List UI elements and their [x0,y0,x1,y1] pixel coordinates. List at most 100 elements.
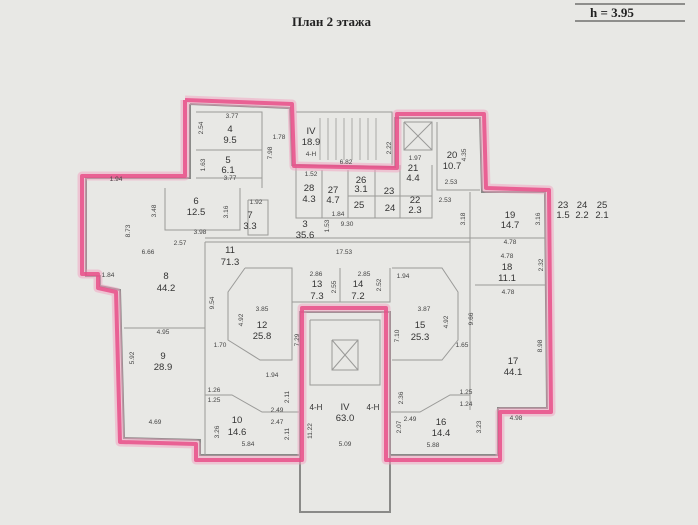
dimension: 9.66 [468,312,475,325]
svg-text:20: 20 [447,150,458,161]
svg-text:63.0: 63.0 [336,413,355,424]
svg-text:18: 18 [502,262,513,273]
dimension: 7.98 [267,146,274,159]
stair-label: 4-Н [310,403,323,412]
room-14: 147.2 [351,279,364,302]
stair-label: 4-Н [367,403,380,412]
dimension: 1.63 [200,158,207,171]
dimension: 9.54 [209,296,216,309]
svg-text:19: 19 [505,210,516,221]
dimension: 1.25 [208,397,221,404]
dimension: 7.29 [294,333,301,346]
dimension: 3.98 [194,229,207,236]
room-5: 56.1 [221,155,234,176]
dimension: 2.22 [386,141,393,154]
svg-text:14: 14 [353,279,364,290]
svg-text:3.1: 3.1 [354,184,367,195]
room-7: 73.3 [243,210,256,232]
svg-text:3: 3 [302,219,307,230]
dimension: 3.87 [418,306,431,313]
svg-text:24: 24 [385,203,396,214]
dimension: 4.98 [510,415,523,422]
dimension: 7.10 [394,329,401,342]
svg-text:26: 26 [356,175,367,186]
svg-text:11: 11 [225,245,235,256]
room-22: 222.3 [408,195,421,216]
svg-text:18.9: 18.9 [302,137,321,148]
dimension: 1.92 [250,199,263,206]
svg-text:25: 25 [597,200,608,211]
dimension: 4.95 [157,329,170,336]
room-25-small: 25 [354,200,365,211]
dimension: 1.65 [456,342,469,349]
svg-text:8: 8 [163,271,168,282]
svg-text:17: 17 [508,356,519,367]
dimension: 3.48 [151,204,158,217]
svg-text:25: 25 [354,200,365,211]
dimension: 8.98 [537,339,544,352]
room-21: 214.4 [406,163,419,184]
room-28: 284.3 [302,183,315,205]
room-24-small: 24 [385,203,396,214]
apartment-boundary [77,95,556,465]
dimension: 6.82 [340,159,353,166]
dimension: 2.36 [398,391,405,404]
dimension: 1.70 [214,342,227,349]
dimension: 5.92 [129,351,136,364]
dimension: 17.53 [336,249,353,256]
dimension: 1.78 [273,134,286,141]
dimension: 2.53 [439,197,452,204]
svg-text:10.7: 10.7 [443,161,462,172]
dimension: 3.77 [224,175,237,182]
dimension: 2.54 [198,121,205,134]
dimension: 5.09 [339,441,352,448]
dimension-labels: 3.77 2.54 1.78 7.98 1.63 3.77 6.82 2.22 … [102,113,545,449]
svg-text:11.1: 11.1 [498,273,516,284]
svg-text:6: 6 [193,196,198,207]
svg-text:16: 16 [436,417,447,428]
plan-title: План 2 этажа [292,14,371,29]
svg-text:1.5: 1.5 [556,210,569,221]
dimension: 11.22 [307,423,314,439]
dimension: 2.47 [271,419,284,426]
dimension: 4.69 [149,419,162,426]
dimension: 2.11 [284,428,291,441]
dimension: 2.07 [396,420,403,433]
dimension: 1.24 [460,401,473,408]
svg-text:24: 24 [577,200,588,211]
svg-text:7: 7 [247,210,252,221]
svg-text:71.3: 71.3 [221,257,240,268]
dimension: 4.78 [502,289,515,296]
svg-text:13: 13 [312,279,323,290]
dimension: 2.49 [404,416,417,423]
dimension: 1.26 [208,387,221,394]
dimension: 4.92 [238,313,245,326]
room-26: 263.1 [354,175,367,195]
svg-text:2.2: 2.2 [575,210,588,221]
svg-text:7.3: 7.3 [310,291,323,302]
svg-text:4.3: 4.3 [302,194,315,205]
ceiling-height-label: h = 3.95 [590,5,634,20]
dimension: 2.11 [284,391,291,404]
room-8: 844.2 [157,271,176,294]
svg-text:12.5: 12.5 [187,207,206,218]
svg-text:28: 28 [304,183,315,194]
svg-text:4.7: 4.7 [326,195,339,206]
svg-text:23: 23 [558,200,569,211]
svg-text:2.1: 2.1 [595,210,608,221]
svg-text:35.6: 35.6 [296,230,315,241]
room-23-small: 23 [384,186,395,197]
svg-text:10: 10 [232,415,243,426]
room-25-outside: 252.1 [595,200,608,221]
svg-text:7.2: 7.2 [351,291,364,302]
svg-text:4.4: 4.4 [406,173,419,184]
dimension: 8.73 [125,224,132,237]
